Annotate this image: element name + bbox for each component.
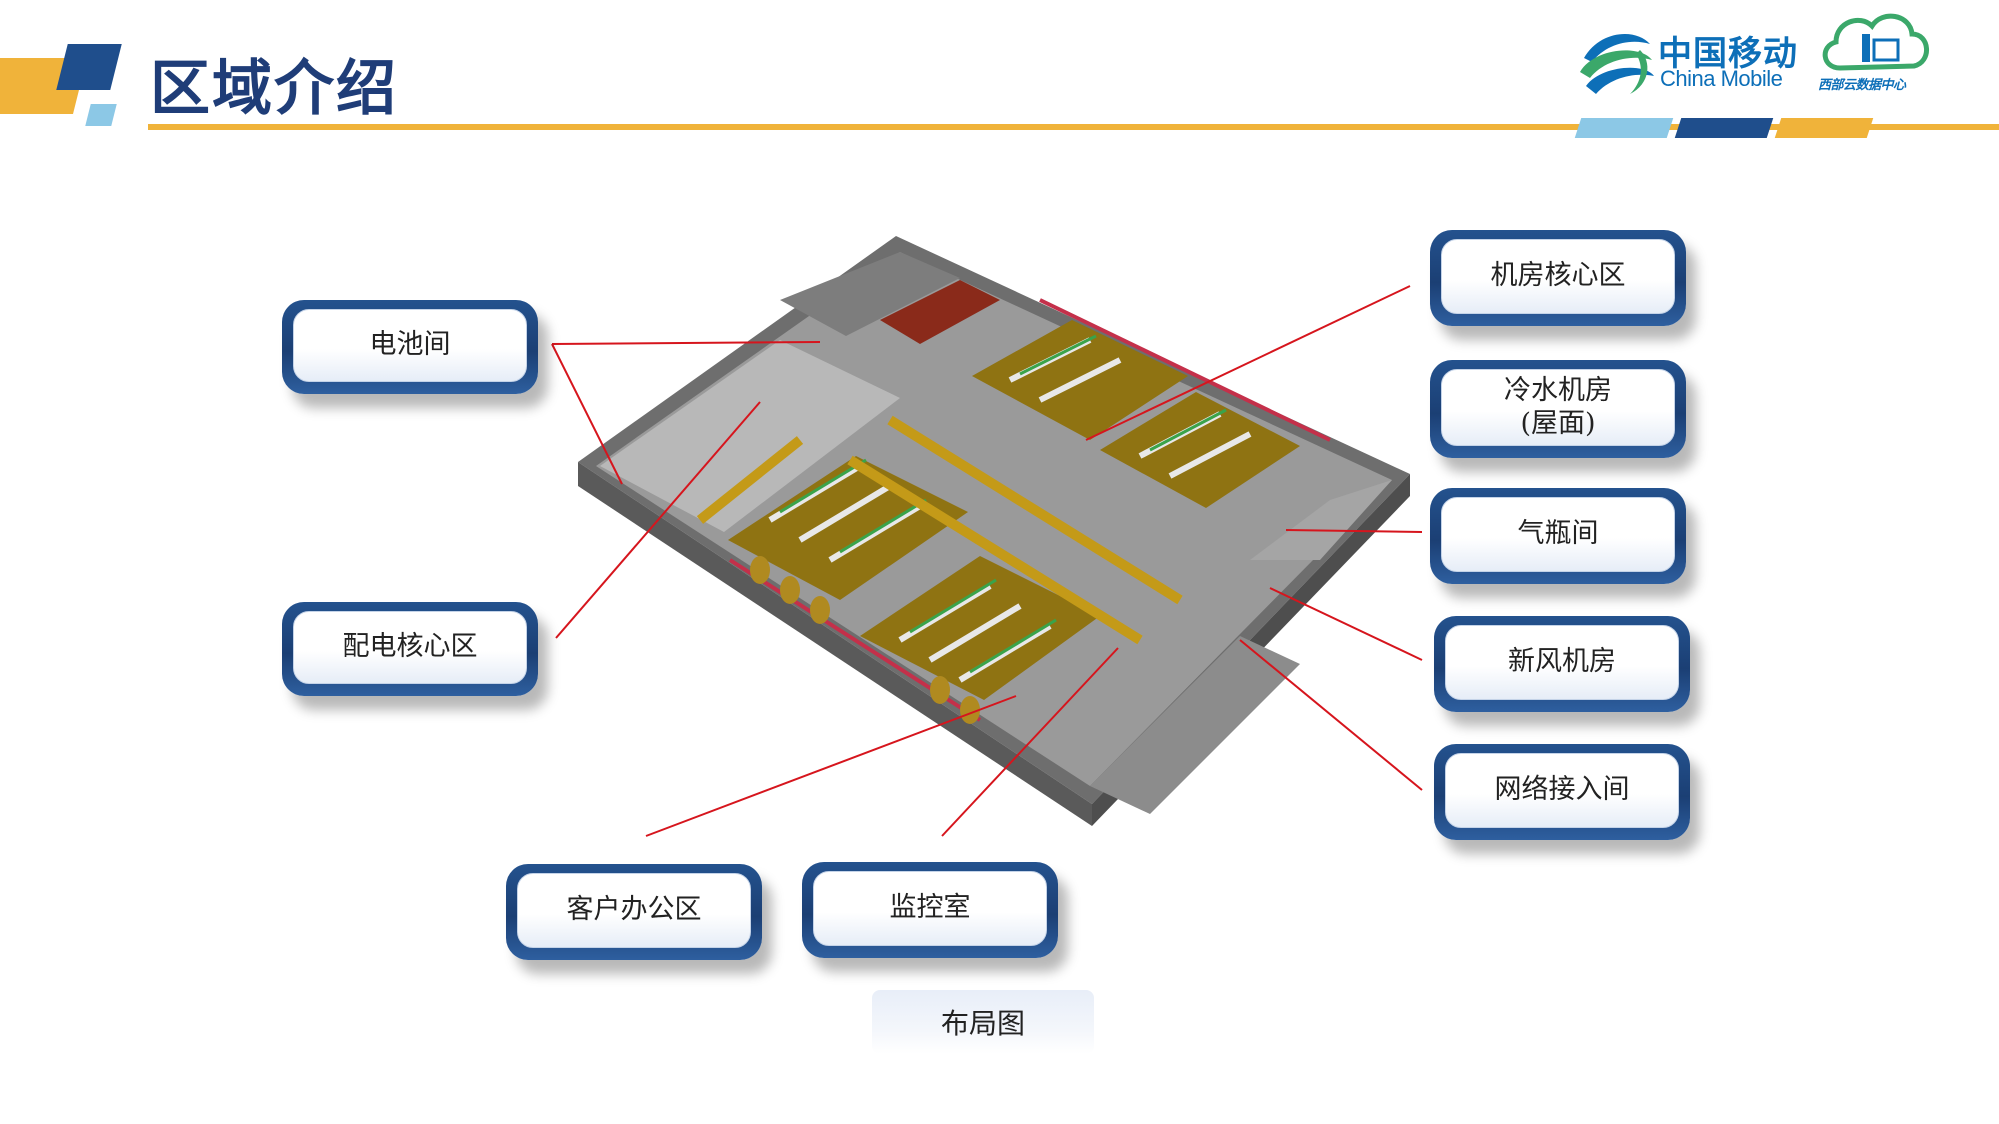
label-monitor-room: 监控室 <box>802 862 1058 958</box>
label-monitor-room-text: 监控室 <box>813 871 1047 946</box>
label-gas-bottle-text: 气瓶间 <box>1441 497 1675 572</box>
label-chiller-room: 冷水机房 (屋面) <box>1430 360 1686 458</box>
label-battery-room: 电池间 <box>282 300 538 394</box>
label-fresh-air: 新风机房 <box>1434 616 1690 712</box>
label-network-access: 网络接入间 <box>1434 744 1690 840</box>
page-title: 区域介绍 <box>150 54 398 124</box>
label-customer-office-text: 客户办公区 <box>517 873 751 948</box>
label-chiller-line2: (屋面) <box>1520 407 1596 439</box>
logo2-text: 西部云数据中心 <box>1818 78 1906 93</box>
label-chiller-room-text: 冷水机房 (屋面) <box>1441 369 1675 446</box>
label-chiller-line1: 冷水机房 <box>1504 375 1612 407</box>
label-gas-bottle: 气瓶间 <box>1430 488 1686 584</box>
label-machine-core-text: 机房核心区 <box>1441 239 1675 314</box>
label-power-core-text: 配电核心区 <box>293 611 527 684</box>
brand-name-cn: 中国移动 <box>1658 34 1798 74</box>
leader-lines <box>551 285 1423 837</box>
label-machine-core: 机房核心区 <box>1430 230 1686 326</box>
label-network-access-text: 网络接入间 <box>1445 753 1679 828</box>
label-battery-room-text: 电池间 <box>293 309 527 382</box>
diagram-caption: 布局图 <box>872 990 1094 1054</box>
label-customer-office: 客户办公区 <box>506 864 762 960</box>
label-power-core: 配电核心区 <box>282 602 538 696</box>
brand-name-en: China Mobile <box>1660 66 1783 91</box>
label-fresh-air-text: 新风机房 <box>1445 625 1679 700</box>
header-rule <box>148 124 1999 130</box>
